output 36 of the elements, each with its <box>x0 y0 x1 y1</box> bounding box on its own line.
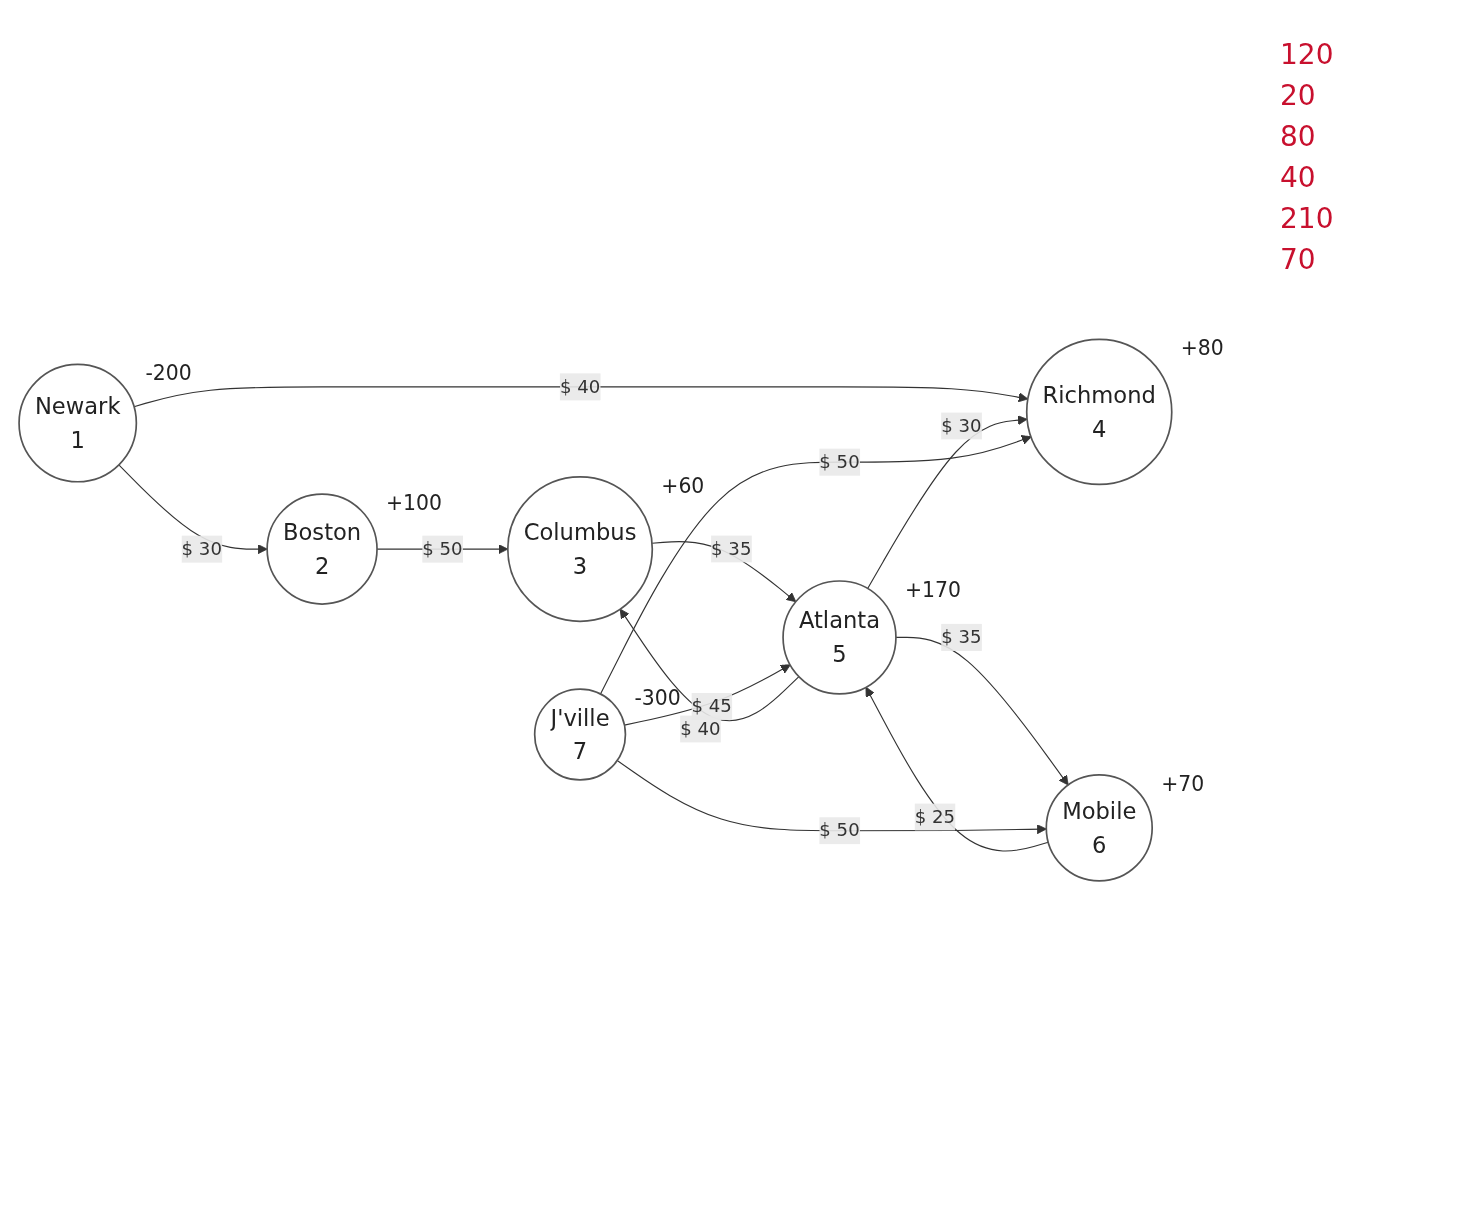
arrow <box>895 636 1069 786</box>
edge-label: $ 50 <box>422 537 463 560</box>
node-circle: Boston 2 <box>266 493 378 605</box>
edge-label: $ 40 <box>559 375 601 397</box>
supply-value: +170 <box>905 577 961 602</box>
edge-label: $ 30 <box>181 537 222 560</box>
supply-value: -300 <box>634 685 681 710</box>
edge-label: $ 35 <box>711 537 752 560</box>
flow-amount: 80 <box>1280 120 1317 153</box>
flow-amount: 70 <box>1280 243 1317 276</box>
node-circle: Newark 1 <box>18 363 138 483</box>
edge-label: $ 50 <box>819 819 860 841</box>
supply-value: +70 <box>1161 771 1205 796</box>
edge-label: $ 45 <box>691 695 732 717</box>
edge-label: $ 50 <box>819 450 860 473</box>
flow-amount: 40 <box>1280 161 1317 194</box>
node-circle: Mobile 6 <box>1045 774 1154 882</box>
node-circle: Columbus 3 <box>506 475 654 623</box>
arrow <box>599 435 1032 695</box>
supply-value: +80 <box>1180 336 1224 361</box>
node-circle: Atlanta 5 <box>782 580 897 695</box>
supply-value: +60 <box>661 473 705 498</box>
arrow <box>867 415 1028 589</box>
arrow <box>865 686 1049 852</box>
arrow <box>616 759 1047 835</box>
supply-value: -200 <box>145 361 192 386</box>
node-circle: Richmond 4 <box>1025 338 1173 486</box>
flow-amount: 120 <box>1280 38 1335 71</box>
arrow <box>133 386 1029 408</box>
edge-label: $ 25 <box>914 805 955 828</box>
edge-label: $ 30 <box>941 414 982 437</box>
edge-label: $ 40 <box>680 717 721 740</box>
flow-amount: 20 <box>1280 79 1317 112</box>
edge-label: $ 35 <box>941 625 982 648</box>
supply-value: +100 <box>386 490 442 515</box>
flow-amount: 210 <box>1280 202 1335 235</box>
